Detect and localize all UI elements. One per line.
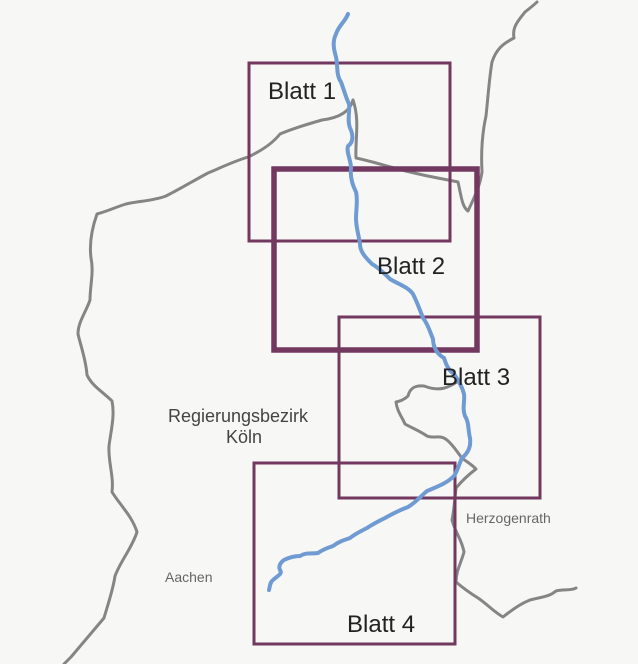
place-label-herzogenrath: Herzogenrath xyxy=(466,510,551,526)
region-label-line2: Köln xyxy=(226,427,262,447)
sheet-frame-2 xyxy=(271,166,480,353)
sheet-frame-4 xyxy=(252,461,457,646)
boundary-south-east xyxy=(394,378,578,619)
river xyxy=(267,12,473,592)
sheet-label-2: Blatt 2 xyxy=(377,253,445,280)
sheet-labels: Blatt 1 Blatt 2 Blatt 3 Blatt 4 xyxy=(268,78,510,638)
area-labels: Regierungsbezirk Köln Herzogenrath Aache… xyxy=(165,406,551,585)
sheet-frames xyxy=(247,61,542,646)
sheet-frame-3 xyxy=(337,315,542,500)
sheet-label-4: Blatt 4 xyxy=(347,611,415,638)
boundary-outer-west xyxy=(62,98,355,664)
sheet-label-1: Blatt 1 xyxy=(268,78,336,105)
place-label-aachen: Aachen xyxy=(165,569,212,585)
sheet-frame-1 xyxy=(247,61,452,243)
sheet-label-3: Blatt 3 xyxy=(442,364,510,391)
region-label-line1: Regierungsbezirk xyxy=(168,406,309,426)
